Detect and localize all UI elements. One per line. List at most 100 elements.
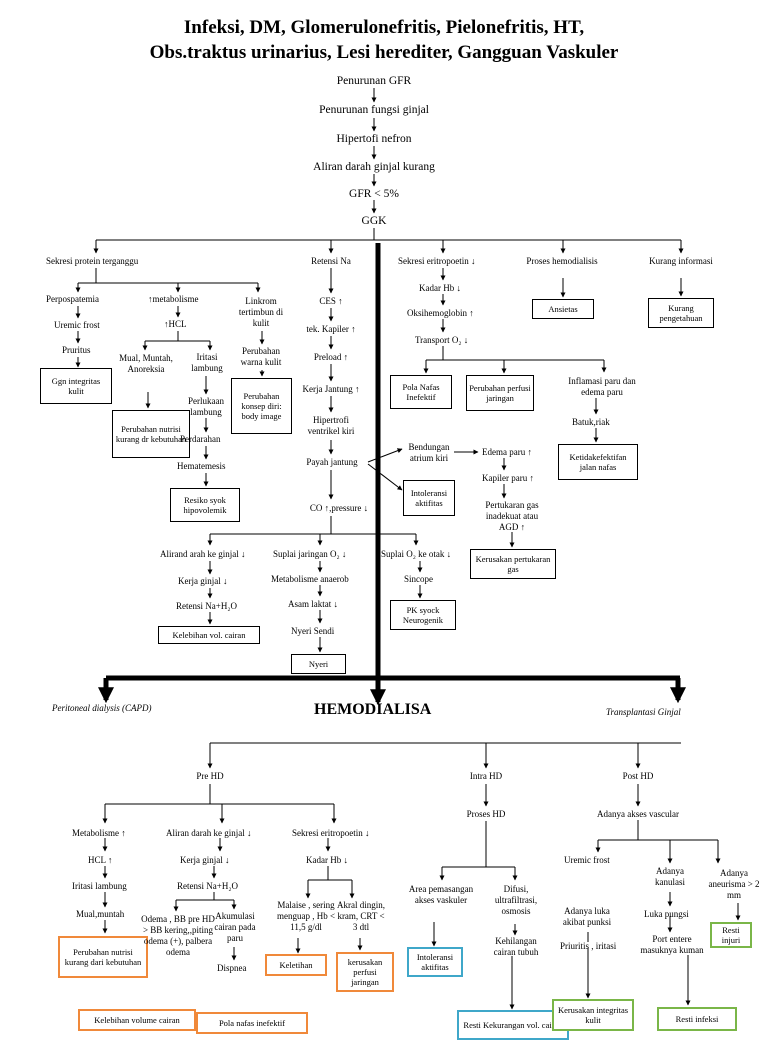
aliran-darah-ginjal: Alirand arah ke ginjal ↓ [160, 549, 246, 559]
peritoneal-dialysis: Peritoneal dialysis (CAPD) [52, 703, 152, 713]
perpospatemia: Perpospatemia [46, 294, 99, 304]
post-adanya-luka: Adanya luka akibat punksi [562, 906, 612, 927]
hemodialisa-heading: HEMODIALISA [314, 701, 432, 718]
pre-odema: Odema , BB pre HD > BB kering,,piting od… [141, 914, 215, 957]
co-pressure: CO ↑,pressure ↓ [309, 503, 369, 513]
diagnosis-ketidakefektifan: Ketidakefektifan jalan nafas [558, 444, 638, 480]
diagnosis-intoleransi-top: Intoleransi aktifitas [403, 480, 455, 516]
intra-kehilangan: Kehilangan cairan tubuh [493, 936, 539, 957]
pre-mual: Mual,muntah [76, 909, 125, 919]
post-uremic-frost: Uremic frost [564, 855, 610, 865]
diagnosis-ggn-integritas: Ggn integritas kulit [40, 368, 112, 404]
oksihemoglobin: Oksihemoglobin ↑ [407, 308, 474, 318]
diagnosis-nyeri: Nyeri [291, 654, 346, 674]
transport-o2: Transport O₂ ↓ [415, 335, 469, 345]
post-adanya-akses: Adanya akses vascular [597, 809, 679, 819]
diagnosis-kerusakan-gas: Kerusakan pertukaran gas [470, 549, 556, 579]
linkrom: Linkrom tertimbun di kulit [238, 296, 284, 328]
diagnosis-resti-infeksi: Resti infeksi [657, 1007, 737, 1031]
post-hd: Post HD [622, 771, 654, 781]
diagnosis-perubahan-nutrisi: Perubahan nutrisi kurang dr kebutuhan [112, 410, 190, 458]
proses-hemodialisis: Proses hemodialisis [526, 256, 598, 266]
pruritus: Pruritus [62, 345, 91, 355]
post-luka-pungsi: Luka pungsi [644, 909, 689, 919]
uremic-frost: Uremic frost [54, 320, 100, 330]
diagnosis-perubahan-konsep: Perubahan konsep diri: body image [231, 378, 292, 434]
batuk-riak: Batuk,riak [572, 417, 610, 427]
intra-difusi: Difusi, ultrafiltrasi, osmosis [494, 884, 538, 916]
pre-kerja-ginjal: Kerja ginjal ↓ [180, 855, 230, 865]
chain-gfr: GFR < 5% [349, 188, 399, 200]
pre-akumulasi: Akumulasi cairan pada paru [214, 911, 256, 943]
diagnosis-kelebihan-volume: Kelebihan volume cairan [78, 1009, 196, 1031]
kerja-jantung: Kerja Jantung ↑ [302, 384, 360, 394]
mual-muntah: Mual, Muntah, Anoreksia [119, 353, 173, 374]
title-line-2: Obs.traktus urinarius, Lesi herediter, G… [149, 42, 619, 63]
asam-laktat: Asam laktat ↓ [288, 599, 338, 609]
kurang-informasi: Kurang informasi [649, 256, 713, 266]
bendungan: Bendungan atrium kiri [408, 442, 450, 463]
chain-hipertrofi-nefron: Hipertofi nefron [336, 133, 412, 145]
diagnosis-resti-injuri: Resti injuri [710, 922, 752, 948]
diagnosis-pre-perubahan-nutrisi: Perubahan nutrisi kurang dari kebutuhan [58, 936, 148, 978]
pre-sekresi: Sekresi eritropoetin ↓ [292, 828, 370, 838]
hcl: ↑HCL [164, 319, 187, 329]
perdarahan: Perdarahan [180, 434, 221, 444]
kadar-hb: Kadar Hb ↓ [419, 283, 461, 293]
hematemesis: Hematemesis [177, 461, 226, 471]
diagnosis-kerusakan-integritas: Kerusakan integritas kulit [552, 999, 634, 1031]
diagnosis-resiko-syok: Resiko syok hipovolemik [170, 488, 240, 522]
retensi-nah2o: Retensi Na+H₂O [176, 601, 237, 611]
pre-malaise: Malaise , sering menguap , Hb < 11,5 g/d… [276, 900, 336, 932]
pre-aliran-darah: Aliran darah ke ginjal ↓ [166, 828, 252, 838]
intra-area: Area pemasangan akses vaskuler [408, 884, 474, 905]
metabolisme: ↑metabolisme [148, 294, 199, 304]
pre-kadar-hb: Kadar Hb ↓ [306, 855, 348, 865]
kapiler-paru: Kapiler paru ↑ [482, 473, 534, 483]
diagnosis-pola-nafas-inefektif: Pola nafas inefektif [196, 1012, 308, 1034]
diagnosis-kurang-pengetahuan: Kurang pengetahuan [648, 298, 714, 328]
pre-metabolisme: Metabolisme ↑ [72, 828, 126, 838]
transplantasi-ginjal: Transplantasi Ginjal [606, 707, 681, 717]
post-port-entre: Port entere masuknya kuman [640, 934, 704, 955]
diagnosis-keletihan: Keletihan [265, 954, 327, 976]
payah-jantung: Payah jantung [306, 457, 358, 467]
chain-penurunan-fungsi: Penurunan fungsi ginjal [319, 104, 429, 116]
suplai-jaringan: Suplai jaringan O₂ ↓ [273, 549, 347, 559]
metabolisme-anaerob: Metabolisme anaerob [271, 574, 349, 584]
chain-ggk: GGK [361, 215, 387, 227]
kerja-ginjal: Kerja ginjal ↓ [178, 576, 228, 586]
post-pruritis: Priuritis , iritasi [560, 941, 617, 951]
intra-hd: Intra HD [469, 771, 503, 781]
diagnosis-intoleransi-aktifitas: Intoleransi aktifitas [407, 947, 463, 977]
tek-kapiler: tek. Kapiler ↑ [306, 324, 356, 334]
perlukaan-lambung: Perlukaan lambung [188, 396, 224, 417]
sincope: Sincope [404, 574, 433, 584]
chain-penurunan-gfr: Penurunan GFR [336, 75, 412, 87]
inflamasi-paru: Inflamasi paru dan edema paru [568, 376, 636, 397]
perubahan-warna: Perubahan warna kulit [240, 346, 282, 367]
diagnosis-kerusakan-perfusi: kerusakan perfusi jaringan [336, 952, 394, 992]
chain-aliran-darah: Aliran darah ginjal kurang [313, 161, 435, 173]
pre-retensi: Retensi Na+H₂O [177, 881, 238, 891]
preload: Preload ↑ [313, 352, 349, 362]
pre-hd: Pre HD [196, 771, 224, 781]
diagnosis-kelebihan-vol: Kelebihan vol. cairan [158, 626, 260, 644]
pre-hcl: HCL ↑ [88, 855, 113, 865]
diagnosis-pola-nafas: Pola Nafas Inefektif [390, 375, 452, 409]
sekresi-eritropoetin: Sekresi eritropoetin ↓ [398, 256, 476, 266]
pre-akral: Akral dingin, kram, CRT < 3 dtl [337, 900, 385, 932]
title-line-1: Infeksi, DM, Glomerulonefritis, Pielonef… [183, 17, 585, 38]
intra-proses-hd: Proses HD [466, 809, 506, 819]
pre-dispnea: Dispnea [217, 963, 247, 973]
diagnosis-ansietas: Ansietas [532, 299, 594, 319]
post-adanya-aneurisma: Adanya aneurisma > 2 mm [708, 868, 760, 900]
edema-paru: Edema paru ↑ [482, 447, 532, 457]
pre-iritasi: Iritasi lambung [72, 881, 127, 891]
iritasi-lambung: Iritasi lambung [191, 352, 223, 373]
pertukaran-gas: Pertukaran gas inadekuat atau AGD ↑ [485, 500, 539, 532]
post-adanya-kanulasi: Adanya kanulasi [655, 866, 685, 887]
suplai-otak: Suplai O₂ ke otak ↓ [381, 549, 452, 559]
hipertrofi: Hipertrofi ventrikel kiri [307, 415, 355, 436]
nyeri-sendi: Nyeri Sendi [291, 626, 335, 636]
